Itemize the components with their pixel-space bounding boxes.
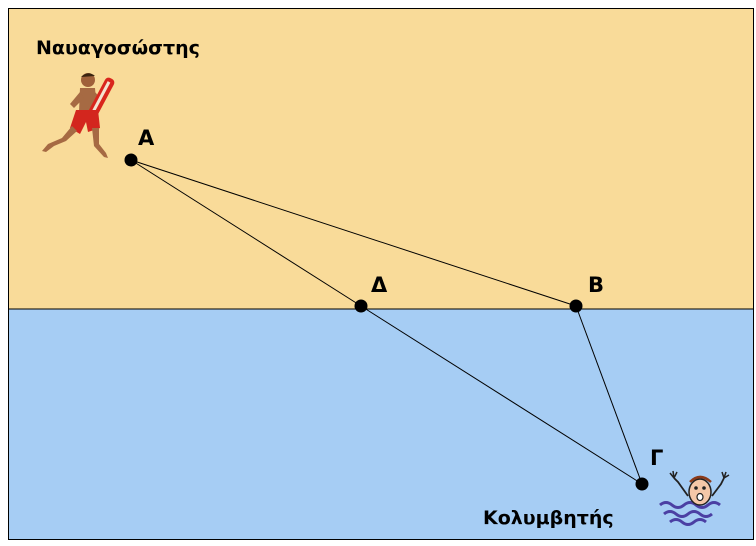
lifeguard-label: Ναυαγοσώστης xyxy=(36,37,200,59)
label-g: Γ xyxy=(650,446,663,470)
label-d: Δ xyxy=(371,273,388,297)
water-region xyxy=(8,309,754,540)
lifeguard-runner-icon xyxy=(42,73,115,158)
label-b: Β xyxy=(588,273,604,297)
drowning-swimmer-icon xyxy=(659,470,730,526)
segment-b-g xyxy=(575,305,643,485)
point-b xyxy=(569,299,583,313)
segment-a-b xyxy=(130,159,577,307)
point-d xyxy=(354,299,368,313)
point-g xyxy=(635,477,649,491)
segment-a-d xyxy=(130,159,362,307)
label-a: Α xyxy=(138,126,155,150)
segment-d-g xyxy=(360,305,643,485)
swimmer-label: Κολυμβητής xyxy=(483,507,614,529)
point-a xyxy=(124,153,138,167)
